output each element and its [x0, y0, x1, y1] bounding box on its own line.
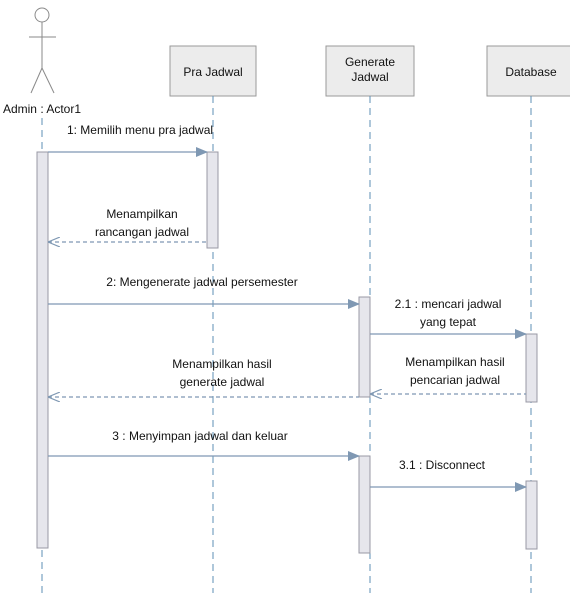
return-2-label-2: generate jadwal [180, 375, 265, 389]
message-2-label: 2: Mengenerate jadwal persemester [106, 275, 297, 289]
participant-generate-jadwal-label-2: Jadwal [351, 70, 388, 84]
participant-generate-jadwal: Generate Jadwal [325, 45, 415, 97]
return-1-label-1: Menampilkan [106, 207, 177, 221]
activation-database-1 [525, 333, 538, 403]
activation-generate-2 [358, 455, 371, 554]
message-1-label: 1: Memilih menu pra jadwal [67, 123, 213, 137]
participant-database-label: Database [505, 65, 557, 79]
activation-actor [36, 151, 49, 549]
message-3-1-label: 3.1 : Disconnect [399, 458, 486, 472]
message-2-1-label-1: 2.1 : mencari jadwal [395, 297, 502, 311]
activation-database-2 [525, 480, 538, 550]
message-2-1-label-2: yang tepat [420, 315, 477, 329]
actor-figure-icon [29, 7, 56, 94]
activation-generate-1 [358, 296, 371, 398]
participant-database: Database [486, 45, 570, 97]
return-2-1-label-1: Menampilkan hasil [405, 355, 504, 369]
actor-label: Admin : Actor1 [3, 102, 81, 116]
return-2-1-label-2: pencarian jadwal [410, 373, 500, 387]
message-3-label: 3 : Menyimpan jadwal dan keluar [112, 429, 287, 443]
participant-generate-jadwal-label-1: Generate [345, 55, 395, 69]
activation-pra-jadwal [206, 151, 219, 249]
participant-pra-jadwal-label: Pra Jadwal [183, 65, 242, 79]
return-2-label-1: Menampilkan hasil [172, 357, 271, 371]
return-1-label-2: rancangan jadwal [95, 225, 189, 239]
participant-pra-jadwal: Pra Jadwal [169, 45, 257, 97]
